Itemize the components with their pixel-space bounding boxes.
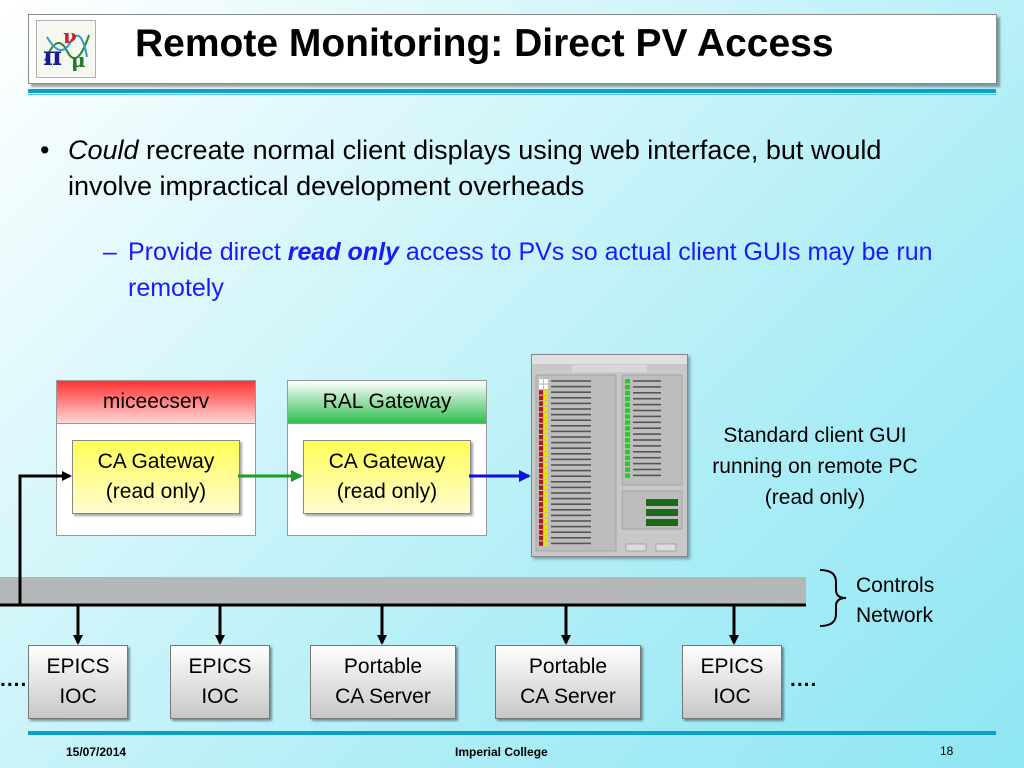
miceecserv-header: miceecserv [56, 380, 256, 424]
controls-network-line2: Network [856, 604, 934, 627]
svg-text:μ: μ [71, 48, 86, 72]
node-epics-ioc-2: EPICS IOC [170, 645, 270, 719]
node-2-line1: EPICS [188, 655, 252, 678]
client-gui-screenshot [531, 354, 688, 557]
ca-gateway-left-line2: (read only) [105, 480, 207, 503]
ellipsis-right: .... [790, 668, 818, 691]
node-5-line1: EPICS [700, 655, 764, 678]
slide-title: Remote Monitoring: Direct PV Access [135, 22, 834, 65]
bullet-dash: – [103, 238, 117, 266]
ca-gateway-right-line1: CA Gateway [328, 450, 446, 473]
ca-gateway-right-line2: (read only) [336, 480, 438, 503]
node-portable-ca-server-1: Portable CA Server [310, 645, 456, 719]
node-1-line1: EPICS [46, 655, 110, 678]
node-4-line2: CA Server [520, 685, 616, 708]
mice-logo: π ν μ [36, 20, 96, 78]
bullet-1-emphasis: Could [68, 135, 139, 165]
node-epics-ioc-3: EPICS IOC [682, 645, 782, 719]
bullet-2-pre: Provide direct [128, 238, 288, 266]
bullet-2-text: Provide direct read only access to PVs s… [128, 234, 988, 306]
standard-gui-label: Standard client GUI running on remote PC… [712, 424, 918, 509]
node-epics-ioc-1: EPICS IOC [28, 645, 128, 719]
bullet-2-post: access to PVs so actual client GUIs may … [128, 238, 933, 302]
title-rule [28, 89, 996, 93]
network-brace [819, 569, 847, 627]
ca-gateway-right: CA Gateway (read only) [303, 440, 471, 514]
ca-gateway-left: CA Gateway (read only) [72, 440, 240, 514]
ral-gateway-header: RAL Gateway [287, 380, 487, 424]
svg-text:ν: ν [63, 24, 77, 48]
controls-network-line1: Controls [856, 574, 935, 597]
footer-rule [28, 731, 996, 735]
bullet-1-rest: recreate normal client displays using we… [68, 135, 882, 201]
node-3-line1: Portable [343, 655, 423, 678]
footer-org: Imperial College [455, 745, 548, 759]
page-number: 18 [940, 744, 954, 758]
node-3-line2: CA Server [335, 685, 431, 708]
node-1-line2: IOC [59, 685, 97, 708]
connector-network-to-gateway [18, 471, 72, 605]
title-rule-thin [28, 94, 996, 95]
ellipsis-left: .... [0, 668, 28, 691]
bullet-1-text: Could recreate normal client displays us… [68, 132, 968, 204]
node-2-line2: IOC [201, 685, 239, 708]
node-4-line1: Portable [528, 655, 608, 678]
ca-gateway-left-line1: CA Gateway [97, 450, 215, 473]
footer-date: 15/07/2014 [66, 745, 127, 759]
bullet-dot: • [40, 135, 50, 165]
controls-network-bar [0, 577, 806, 605]
svg-text:π: π [43, 42, 62, 72]
title-box [28, 14, 997, 84]
node-portable-ca-server-2: Portable CA Server [495, 645, 641, 719]
node-5-line2: IOC [713, 685, 751, 708]
controls-network-label: Controls Network [856, 571, 934, 631]
bullet-2-emphasis: read only [287, 238, 399, 266]
